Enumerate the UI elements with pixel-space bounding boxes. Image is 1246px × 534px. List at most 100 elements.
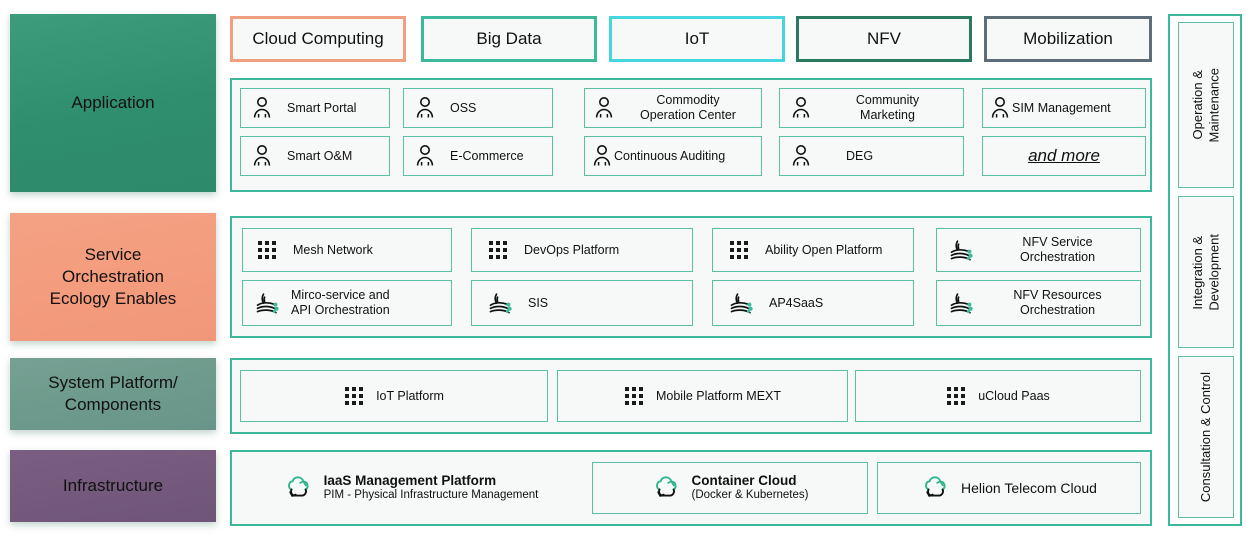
sidebar-item-label: Consultation & Control (1197, 371, 1213, 503)
svc-item-sis[interactable]: SIS (471, 280, 693, 326)
cloud-icon (921, 476, 949, 500)
tab-label: IoT (684, 29, 710, 48)
card-label: Smart O&M (287, 148, 353, 163)
card-label: Mirco-service and API Orchestration (291, 288, 390, 317)
infra-item-container-cloud[interactable]: Container Cloud (Docker & Kubernetes) (592, 462, 868, 514)
grid-icon (946, 386, 966, 406)
orchestration-icon (488, 291, 514, 315)
app-item-smart-om[interactable]: Smart O&M (240, 136, 390, 176)
app-item-deg[interactable]: DEG (779, 136, 964, 176)
layer-label-infrastructure: Infrastructure (10, 450, 216, 522)
layer-pane-infrastructure: IaaS Management Platform PIM - Physical … (230, 450, 1152, 526)
card-label: Smart Portal (287, 100, 357, 115)
sidebar-item-label: Operation & Maintenance (1189, 67, 1221, 143)
card-label: DEG (846, 148, 874, 163)
card-label: IoT Platform (376, 388, 444, 403)
layer-label-text: Infrastructure (62, 476, 164, 496)
app-item-oss[interactable]: OSS (403, 88, 553, 128)
card-label: Ability Open Platform (765, 242, 883, 257)
grid-icon (257, 240, 277, 260)
tab-mobilization[interactable]: Mobilization (984, 16, 1152, 62)
card-label: OSS (450, 100, 477, 115)
layer-label-text: System Platform/ Components (48, 373, 178, 414)
person-icon (414, 144, 436, 168)
layer-pane-service: Mesh Network DevOps Platform Ability Ope… (230, 216, 1152, 338)
app-item-and-more[interactable]: and more (982, 136, 1146, 176)
card-label: IaaS Management Platform (323, 473, 497, 488)
person-icon (414, 96, 436, 120)
orchestration-icon (729, 291, 755, 315)
card-sublabel: (Docker & Kubernetes) (691, 489, 809, 502)
layer-pane-application: Smart Portal OSS Commodity Operation Cen… (230, 78, 1152, 192)
tab-label: Cloud Computing (252, 29, 384, 48)
person-icon (989, 96, 1011, 120)
card-label: AP4SaaS (769, 295, 824, 310)
infra-item-helion-telecom-cloud[interactable]: Helion Telecom Cloud (877, 462, 1141, 514)
layer-label-text: Application (71, 93, 155, 113)
layer-pane-system: IoT Platform Mobile Platform MEXT uCloud… (230, 358, 1152, 434)
app-item-e-commerce[interactable]: E-Commerce (403, 136, 553, 176)
grid-icon (729, 240, 749, 260)
person-icon (251, 96, 273, 120)
grid-icon (344, 386, 364, 406)
card-label: Community Marketing (855, 93, 920, 122)
sidebar-pane: Operation & Maintenance Integration & De… (1168, 14, 1242, 526)
sys-item-ucloud-paas[interactable]: uCloud Paas (855, 370, 1141, 422)
svc-item-nfv-service-orchestration[interactable]: NFV Service Orchestration (936, 228, 1141, 272)
layer-label-system-platform: System Platform/ Components (10, 358, 216, 430)
tab-label: NFV (867, 29, 901, 48)
tab-label: Big Data (476, 29, 542, 48)
svc-item-ap4saas[interactable]: AP4SaaS (712, 280, 914, 326)
app-item-sim-management[interactable]: SIM Management (982, 88, 1146, 128)
card-label: DevOps Platform (524, 242, 620, 257)
svc-item-devops-platform[interactable]: DevOps Platform (471, 228, 693, 272)
card-label: Mesh Network (293, 242, 373, 257)
cloud-icon (284, 476, 312, 500)
card-label: SIM Management (1012, 100, 1111, 115)
svc-item-nfv-resources-orchestration[interactable]: NFV Resources Orchestration (936, 280, 1141, 326)
sys-item-iot-platform[interactable]: IoT Platform (240, 370, 548, 422)
person-icon (790, 96, 812, 120)
card-label: SIS (528, 295, 549, 310)
tab-label: Mobilization (1023, 29, 1113, 48)
card-label: NFV Resources Orchestration (1013, 288, 1102, 317)
infra-item-iaas-management-platform[interactable]: IaaS Management Platform PIM - Physical … (232, 452, 590, 524)
grid-icon (488, 240, 508, 260)
sidebar-item-integration-development[interactable]: Integration & Development (1178, 196, 1234, 348)
sys-item-mobile-platform-mext[interactable]: Mobile Platform MEXT (557, 370, 848, 422)
orchestration-icon (949, 291, 975, 315)
svc-item-ability-open-platform[interactable]: Ability Open Platform (712, 228, 914, 272)
tab-nfv[interactable]: NFV (796, 16, 972, 62)
app-item-continuous-auditing[interactable]: Continuous Auditing (584, 136, 762, 176)
card-label: Helion Telecom Cloud (961, 479, 1097, 496)
person-icon (593, 96, 615, 120)
svc-item-microservice-api-orchestration[interactable]: Mirco-service and API Orchestration (242, 280, 452, 326)
svc-item-mesh-network[interactable]: Mesh Network (242, 228, 452, 272)
card-label: Continuous Auditing (614, 148, 726, 163)
app-item-smart-portal[interactable]: Smart Portal (240, 88, 390, 128)
card-label: E-Commerce (450, 148, 524, 163)
person-icon (251, 144, 273, 168)
sidebar-item-consultation-control[interactable]: Consultation & Control (1178, 356, 1234, 518)
card-label: NFV Service Orchestration (1019, 235, 1096, 264)
card-label: Commodity Operation Center (640, 93, 736, 122)
tab-big-data[interactable]: Big Data (421, 16, 597, 62)
layer-label-text: Service Orchestration Ecology Enables (49, 245, 177, 308)
grid-icon (624, 386, 644, 406)
orchestration-icon (949, 238, 975, 262)
infra-text-block: Container Cloud (Docker & Kubernetes) (692, 473, 809, 503)
card-sublabel: PIM - Physical Infrastructure Management (323, 489, 539, 502)
infra-text-block: IaaS Management Platform PIM - Physical … (324, 473, 539, 503)
app-item-community-marketing[interactable]: Community Marketing (779, 88, 964, 128)
app-item-commodity-operation-center[interactable]: Commodity Operation Center (584, 88, 762, 128)
sidebar-item-label: Integration & Development (1189, 233, 1221, 311)
sidebar-item-operation-maintenance[interactable]: Operation & Maintenance (1178, 22, 1234, 188)
person-icon (790, 144, 812, 168)
orchestration-icon (255, 291, 281, 315)
tab-cloud-computing[interactable]: Cloud Computing (230, 16, 406, 62)
tab-iot[interactable]: IoT (609, 16, 785, 62)
card-label: uCloud Paas (978, 388, 1050, 403)
person-icon (591, 144, 613, 168)
card-label: Container Cloud (691, 473, 797, 488)
